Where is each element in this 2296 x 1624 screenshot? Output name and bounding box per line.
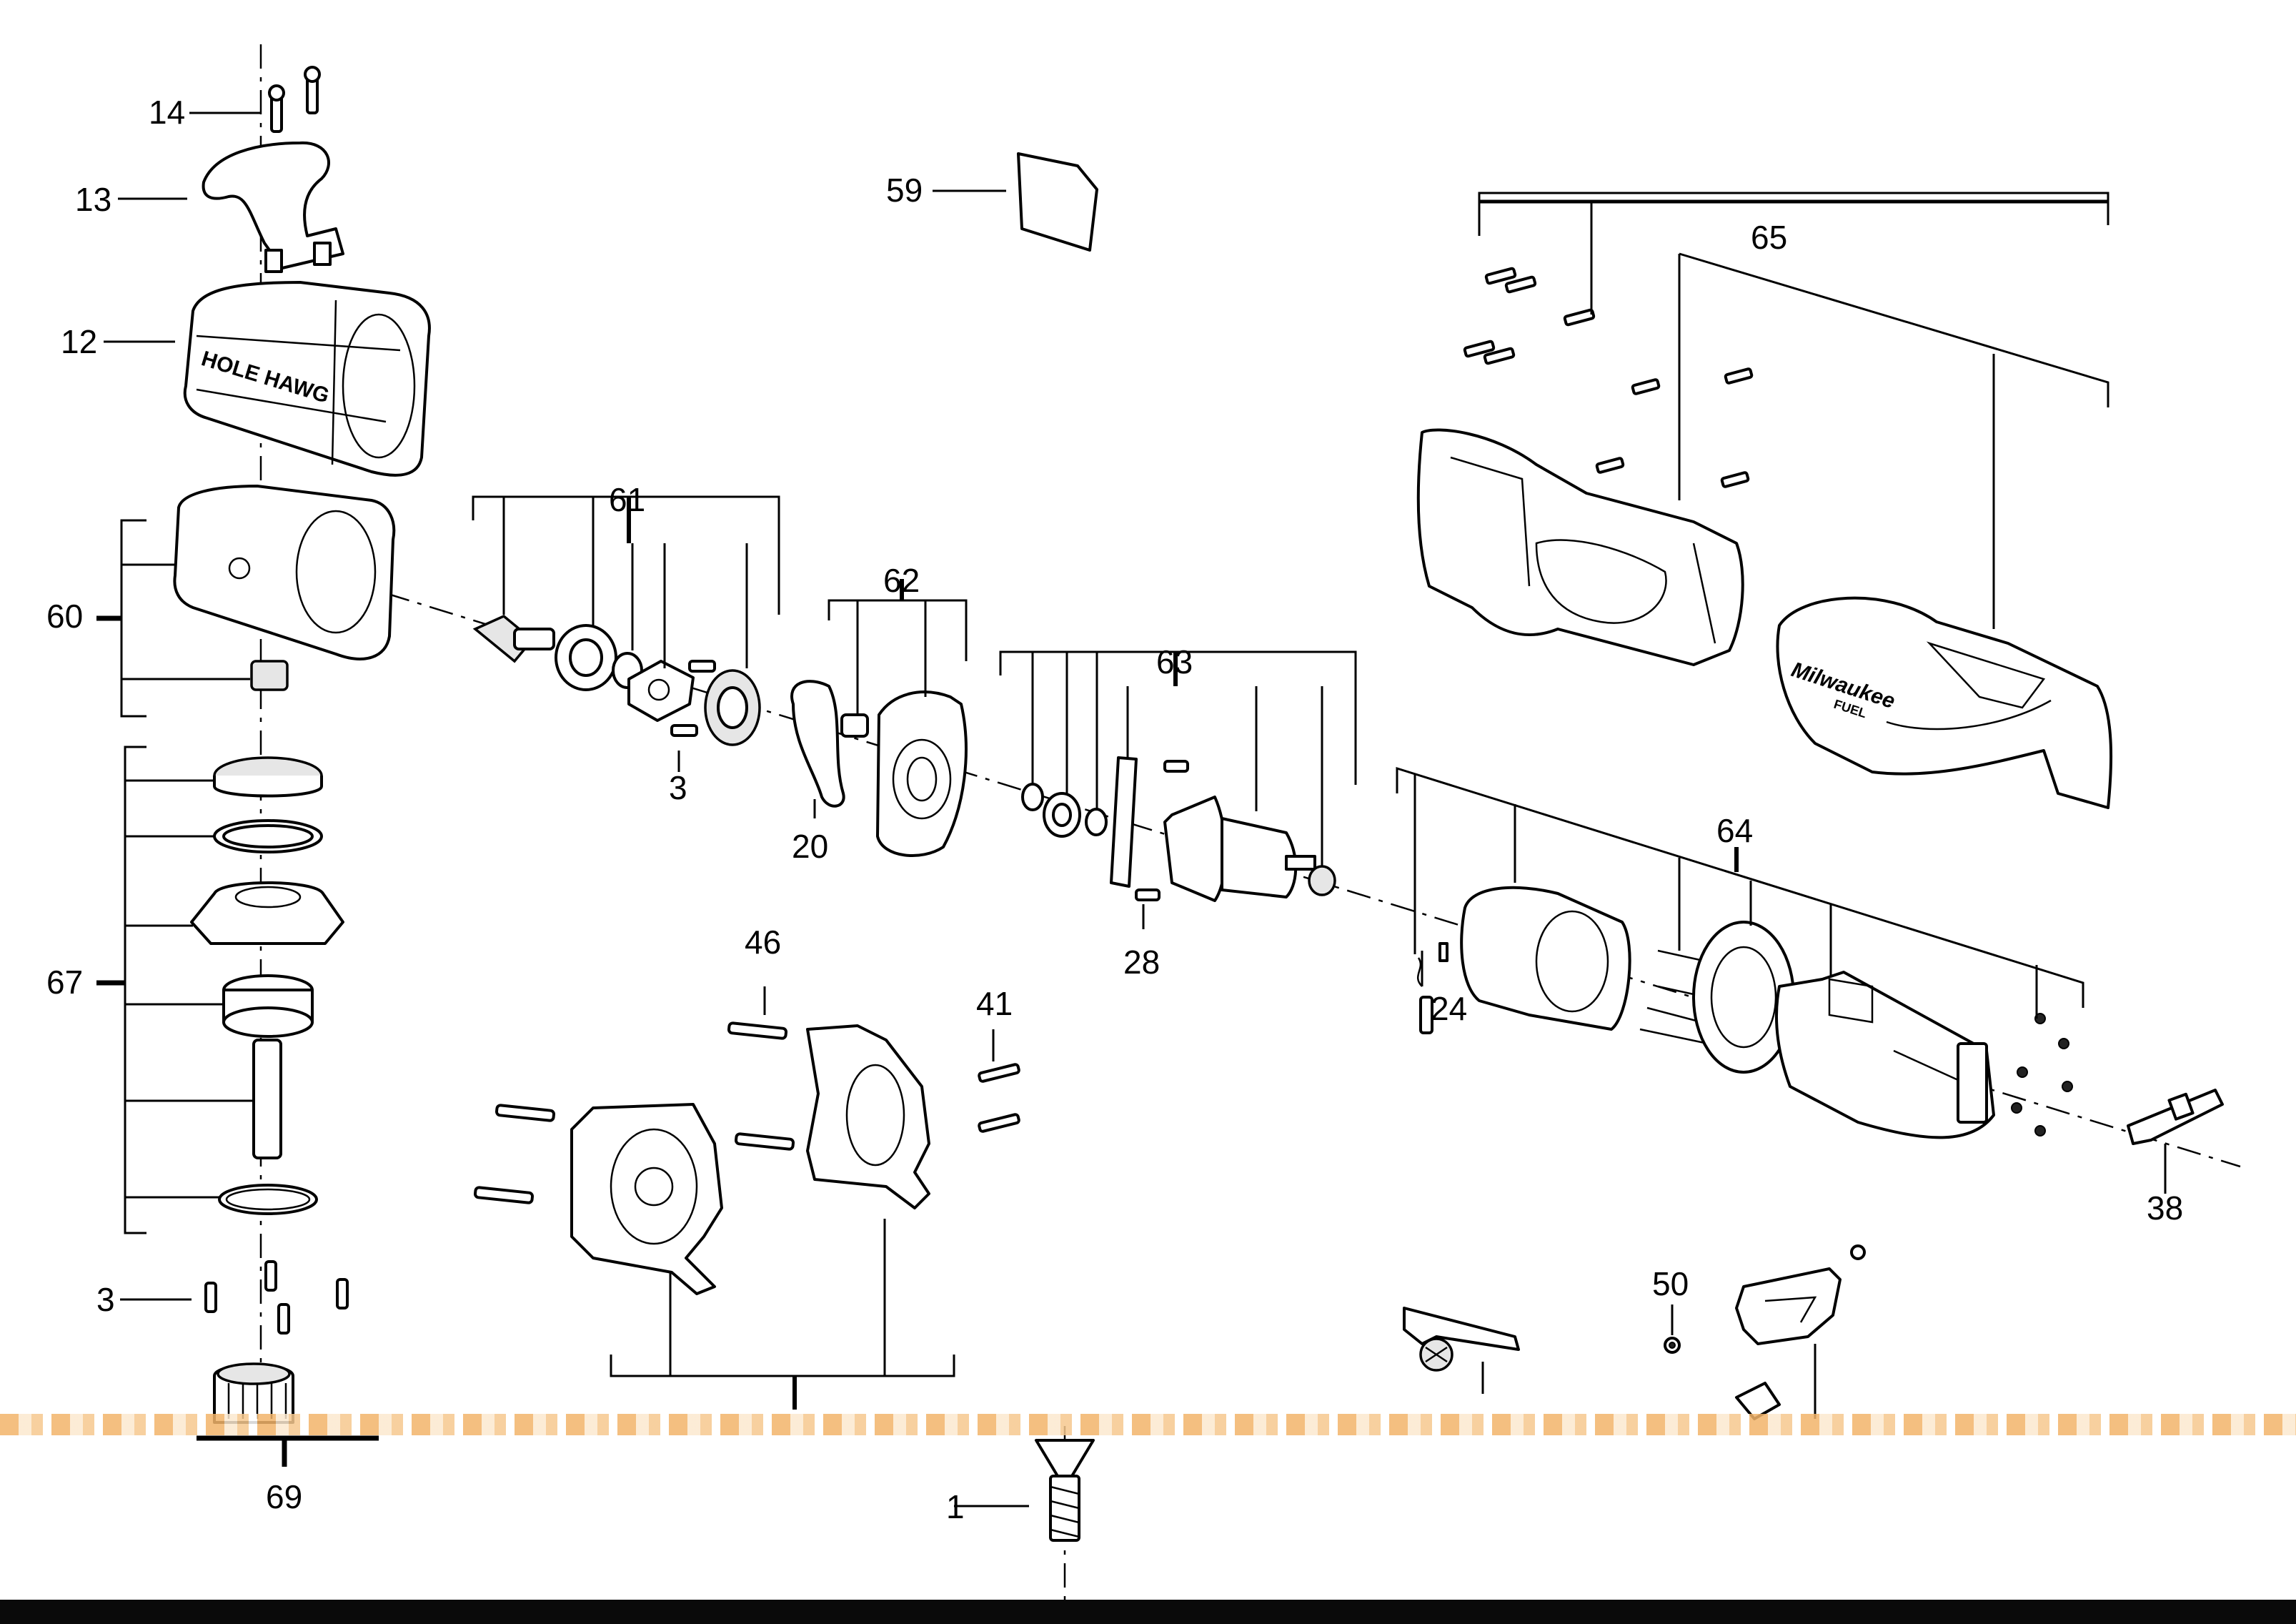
bracket-62 [828,579,968,715]
callout-59: 59 [886,172,923,209]
callout-12: 12 [61,323,97,360]
assembly-axes [259,44,2241,1600]
callout-60: 60 [46,598,83,635]
part-gear-frame-left [570,1103,723,1295]
part-46-screws [473,1021,795,1204]
bracket-64 [1396,766,2084,1019]
callout-69: 69 [266,1478,302,1515]
part-50-screw [1664,1337,1681,1354]
callout-3-left: 3 [96,1281,115,1318]
callout-numbers: 14 13 12 60 67 3 69 59 61 3 62 20 63 28 … [46,94,2183,1525]
callout-50: 50 [1652,1265,1689,1302]
bracket-lower-frame [610,1219,955,1410]
part-14-screws [268,66,321,133]
bracket-60 [96,519,250,718]
callout-28: 28 [1123,944,1160,981]
part-64-motor-assembly [1460,886,2073,1139]
callout-24: 24 [1431,990,1467,1027]
part-69-collet [213,1362,294,1424]
part-13-handle [202,141,344,273]
leader-lines [104,112,2167,1507]
callout-20: 20 [792,828,828,865]
part-24-brush [1417,942,1448,1034]
callout-13: 13 [75,181,111,218]
callout-62: 62 [883,562,920,599]
bracket-69 [197,1435,379,1467]
callout-41: 41 [976,985,1013,1022]
part-chuck-key [1403,1307,1520,1372]
bracket-63 [999,650,1357,866]
part-62-bearing-plate [840,690,968,857]
part-1-screw [1035,1439,1095,1542]
callout-67: 67 [46,964,83,1001]
bracket-65 [1478,192,2109,629]
callout-14: 14 [149,94,185,131]
part-67-spindle-assembly [190,756,344,1215]
bracket-61 [472,495,780,668]
part-20-gasket [790,680,845,808]
part-60-gear-housing [173,485,396,691]
callout-61: 61 [609,481,645,518]
callout-1: 1 [946,1488,965,1525]
part-61-pinion-assembly [472,614,761,746]
part-bracket [1735,1244,1866,1420]
part-12-gear-case-cover: HOLE HAWG [183,281,431,477]
part-59-label [1017,152,1098,252]
bottom-black-bar [0,1600,2296,1624]
part-3-screws-left [204,1260,349,1335]
scan-artifact-band [0,1414,2296,1435]
callout-65: 65 [1751,219,1787,256]
part-38-switch [2127,1089,2224,1145]
part-65-housing-set: Milwaukee FUEL [1416,267,2113,809]
callout-3-middle: 3 [669,769,687,806]
callout-46: 46 [745,924,781,961]
part-gear-frame-right [806,1024,930,1209]
bracket-67 [96,746,254,1234]
callout-64: 64 [1716,812,1753,849]
callout-38: 38 [2147,1189,2183,1227]
callout-63: 63 [1156,643,1193,680]
part-63-rotor-assembly [1021,756,1336,902]
part-41-screws [978,1063,1020,1133]
